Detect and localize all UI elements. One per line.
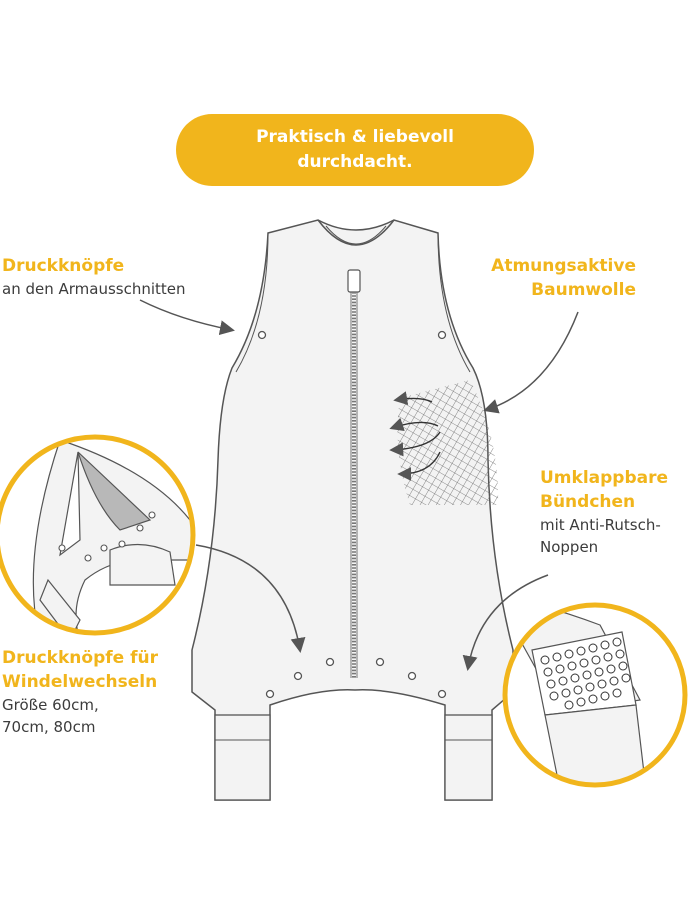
callout-title-line-2: Baumwolle [531,280,636,300]
callout-title-line-1: Druckknöpfe für [2,648,158,668]
callout-title-line-2: Bündchen [540,492,636,512]
zipper-icon [347,269,361,678]
header-line-2: durchdacht. [297,152,413,172]
callout-subtitle: an den Armausschnitten [2,280,186,298]
header-line-1: Praktisch & liebevoll [256,127,454,147]
callout-armhole-snaps: Druckknöpfe an den Armausschnitten [2,254,222,300]
callout-subtitle-line-2: 70cm, 80cm [2,718,96,736]
callout-title: Druckknöpfe [2,256,125,276]
header-banner: Praktisch & liebevoll durchdacht. [176,114,534,186]
snap-button-icon [58,511,156,562]
callout-subtitle-line-2: Noppen [540,538,599,556]
callout-subtitle-line-1: Größe 60cm, [2,696,99,714]
callout-breathable-cotton: Atmungsaktive Baumwolle [470,254,636,302]
callout-title-line-1: Umklappbare [540,468,669,488]
snap-button-icon [257,330,447,699]
callout-diaper-snaps: Druckknöpfe für Windelwechseln Größe 60c… [2,646,192,738]
callout-subtitle-line-1: mit Anti-Rutsch- [540,516,661,534]
magnifier-circle-icon [502,602,688,788]
mesh-icon [397,380,499,505]
arrow-icon [139,299,579,671]
airflow-icon [389,391,441,481]
magnifier-circle-icon [0,434,196,636]
callout-title-line-2: Windelwechseln [2,672,158,692]
callout-title-line-1: Atmungsaktive [491,256,636,276]
callout-foldable-cuffs: Umklappbare Bündchen mit Anti-Rutsch- No… [540,466,690,558]
